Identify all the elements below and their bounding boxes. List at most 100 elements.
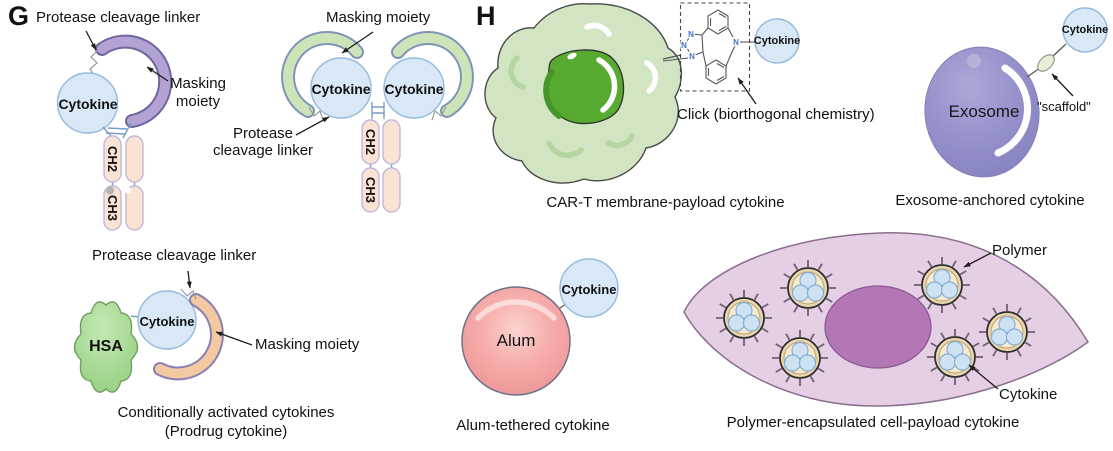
exosome-dot	[967, 54, 981, 68]
cytokine-circle	[383, 57, 445, 119]
ch2-domain	[382, 119, 401, 165]
hsa-cloud	[73, 301, 139, 393]
membrane-highlight	[644, 60, 659, 94]
dual-masked-fc-diagram	[281, 30, 474, 213]
annotation-arrow	[85, 30, 97, 51]
ch2-domain	[125, 135, 144, 183]
annotation-arrow	[215, 331, 253, 346]
bond-to-cell	[662, 57, 689, 62]
protease-linker-squiggle	[308, 106, 324, 121]
caption-prodrug-line2: (Prodrug cytokine)	[164, 423, 288, 440]
alum-diagram	[461, 258, 619, 396]
cytokine-circle	[56, 72, 119, 134]
cytokine-circle	[310, 57, 372, 119]
cytokine-label: Cytokine	[311, 81, 371, 97]
label-scaffold: "scaffold"	[1037, 99, 1091, 114]
label-polymer: Polymer	[992, 242, 1048, 259]
ch2-label: CH2	[105, 145, 120, 172]
click-chemistry-structure: N N N N	[662, 2, 800, 92]
annotation-arrow	[737, 77, 757, 105]
cytokine-label: Cytokine	[753, 35, 801, 47]
masking-moiety-arc	[283, 32, 362, 116]
protease-linker-squiggle	[89, 50, 98, 76]
masking-moiety-arc	[393, 32, 472, 116]
ch2-domain	[361, 119, 380, 165]
caption-prodrug-line1: Conditionally activated cytokines	[117, 404, 335, 421]
protease-linker-squiggle	[180, 288, 197, 300]
nucleus-highlight	[596, 57, 618, 113]
glycan-dot	[124, 187, 132, 194]
cytokine-circle	[559, 258, 619, 318]
label-protease-cleavage-linker: Protease cleavage linker	[36, 9, 201, 26]
label-click-chemistry: Click (biorthogonal chemistry)	[677, 106, 875, 123]
ring-bonds	[701, 27, 736, 67]
label-masking-line2: moiety	[175, 93, 221, 110]
label-protease-cleavage-linker: Protease cleavage linker	[203, 125, 323, 159]
annotation-arrow	[968, 364, 999, 390]
benzene-ring-top	[707, 9, 729, 35]
cytokine-label: Cytokine	[139, 314, 195, 329]
aromatic-bonds	[707, 63, 725, 81]
hsa-label: HSA	[89, 338, 123, 355]
protease-linker-squiggle	[431, 106, 447, 121]
annotation-arrow	[1051, 73, 1074, 97]
nitrogen-atom: N	[688, 30, 694, 39]
nitrogen-atom: N	[689, 52, 695, 61]
caption-exosome: Exosome-anchored cytokine	[895, 192, 1085, 209]
cytokine-label: Cytokine	[561, 282, 617, 297]
label-cytokine-pointer: Cytokine	[999, 386, 1058, 403]
scaffold-pill	[1037, 54, 1055, 72]
caption-cart: CAR-T membrane-payload cytokine	[546, 194, 785, 211]
nitrogen-atom: N	[681, 41, 687, 50]
nucleus-shade	[543, 69, 562, 119]
label-protease-line1: Protease	[232, 125, 294, 142]
label-masking-line1: Masking	[170, 75, 226, 92]
membrane-anchor-line	[662, 54, 682, 60]
annotation-arrow	[146, 66, 169, 82]
ch2-domain	[103, 135, 122, 183]
nucleus-glint	[567, 52, 577, 60]
scaffold-link-line	[1051, 43, 1067, 58]
ch3-label: CH3	[363, 176, 378, 203]
ch3-domain	[125, 185, 144, 231]
label-protease-cleavage-linker: Protease cleavage linker	[92, 247, 257, 264]
cytoplasm-crescent	[546, 140, 584, 159]
exosome-label: Exosome	[948, 102, 1020, 121]
cell-nucleus	[824, 285, 932, 369]
label-masking-moiety: Masking moiety	[326, 9, 431, 26]
exosome-highlight	[994, 64, 1032, 157]
caption-polymer-cell: Polymer-encapsulated cell-payload cytoki…	[726, 414, 1020, 431]
dashed-box	[679, 2, 751, 92]
triazole-ring	[684, 33, 704, 57]
annotation-arrow	[963, 252, 992, 268]
nitrogen-atom: N	[733, 38, 739, 47]
ch3-label: CH3	[105, 194, 120, 221]
annotation-arrows	[85, 30, 1074, 390]
ch2-label: CH2	[363, 128, 378, 155]
membrane-highlight	[584, 22, 612, 37]
aromatic-bonds	[709, 13, 727, 31]
annotation-arrow	[186, 270, 192, 289]
alum-label: Alum	[496, 331, 536, 350]
alum-highlight	[475, 299, 557, 321]
cart-cell-diagram	[484, 3, 682, 184]
ch3-domain	[382, 167, 401, 213]
caption-alum: Alum-tethered cytokine	[456, 417, 610, 434]
panel-label-h: H	[476, 1, 496, 31]
ch3-domain	[103, 185, 122, 231]
annotation-arrow	[295, 116, 330, 136]
masked-fc-diagram	[56, 34, 173, 231]
fc-domain	[361, 119, 401, 213]
exosome-diagram	[924, 7, 1108, 178]
alum-sphere	[461, 286, 571, 396]
cytokine-circle	[137, 290, 197, 350]
cytoplasm-crescent	[605, 133, 635, 149]
annotation-arrow	[341, 31, 374, 54]
prodrug-diagram	[73, 288, 224, 393]
cytokine-label: Cytokine	[58, 96, 118, 112]
polymer-cell-diagram	[683, 232, 1089, 407]
cytokine-circle	[754, 18, 800, 64]
label-masking-moiety: Masking moiety	[255, 336, 360, 353]
